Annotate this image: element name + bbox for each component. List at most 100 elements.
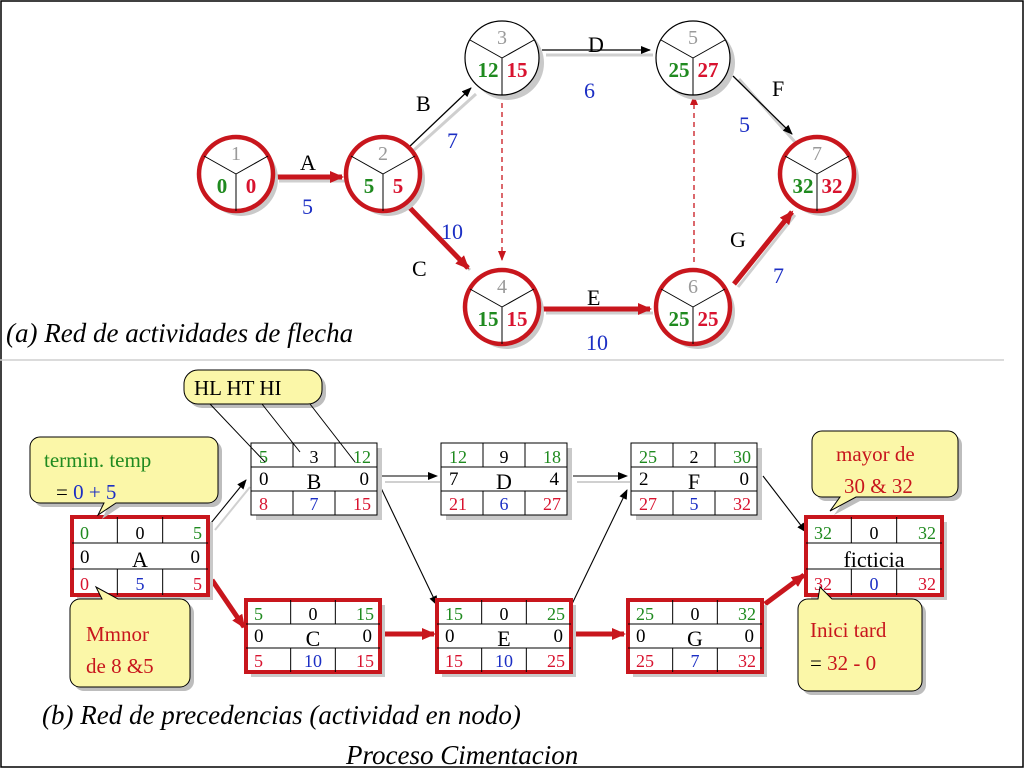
activity-label-a: A (300, 150, 316, 175)
activity-duration-a: 5 (302, 194, 313, 219)
box-c-dur: 10 (304, 651, 322, 671)
link-e-f (571, 489, 628, 605)
callout-mmnor: Mmnor de 8 &5 (69, 585, 194, 691)
box-a-ef: 5 (193, 523, 202, 543)
callout-inici-line2: 32 - 0 (827, 651, 876, 675)
caption-b: (b) Red de precedencias (actividad en no… (42, 700, 521, 730)
box-b-ef: 12 (353, 447, 371, 467)
event-node-5-late: 27 (698, 58, 719, 82)
box-f-es: 25 (639, 447, 657, 467)
box-g-name: G (687, 626, 703, 651)
box-b-ls: 8 (259, 494, 268, 514)
box-d-right: 4 (550, 469, 560, 490)
box-b-ef-top: 3 (310, 447, 319, 467)
activity-label-c: C (412, 256, 427, 281)
box-ficticia-ef: 32 (918, 523, 936, 543)
link-b-e (380, 487, 438, 606)
box-e-es: 15 (445, 604, 463, 624)
box-e-ef: 25 (547, 604, 565, 624)
box-f-ef-top: 2 (690, 447, 699, 467)
event-node-6-late: 25 (698, 307, 719, 331)
activity-arrow-c (408, 206, 470, 270)
box-e-name: E (497, 626, 510, 651)
box-e-right: 0 (554, 626, 564, 647)
svg-text:= 0 + 5: = 0 + 5 (56, 480, 116, 504)
box-b-lf: 15 (353, 494, 371, 514)
box-g-ls: 25 (636, 651, 654, 671)
box-c-es: 5 (254, 604, 263, 624)
activity-duration-c: 10 (441, 219, 463, 244)
activity-label-b: B (416, 91, 431, 116)
box-ficticia-es: 32 (814, 523, 832, 543)
event-node-7-late: 32 (822, 174, 843, 198)
box-ficticia-name: ficticia (843, 547, 904, 572)
box-c-right: 0 (363, 626, 373, 647)
activity-duration-f: 5 (739, 112, 750, 137)
box-e-dur: 10 (495, 651, 513, 671)
box-a-name: A (132, 547, 148, 572)
box-a-left: 0 (80, 547, 90, 568)
box-d-ef-top: 9 (500, 447, 509, 467)
box-b-right: 0 (360, 469, 370, 490)
box-ficticia-ls: 32 (814, 574, 832, 594)
box-f-name: F (688, 469, 700, 494)
activity-label-f: F (772, 76, 784, 101)
activity-duration-g: 7 (773, 263, 784, 288)
box-g-ef-top: 0 (691, 604, 700, 624)
link-g-fict (763, 572, 806, 607)
box-ficticia-ef-top: 0 (870, 523, 879, 543)
callout-inici-eq: = (810, 651, 827, 675)
callout-termin-line2: 0 + 5 (73, 480, 116, 504)
link-a-c (209, 578, 247, 629)
box-f-ef: 30 (733, 447, 751, 467)
activity-label-e: E (587, 285, 600, 310)
activity-label-d: D (588, 32, 604, 57)
activity-arrow-g (732, 210, 794, 286)
box-g-right: 0 (745, 626, 755, 647)
box-d-ef: 18 (543, 447, 561, 467)
box-c-lf: 15 (356, 651, 374, 671)
critical-links (209, 572, 806, 640)
box-g-lf: 32 (738, 651, 756, 671)
event-node-6-number: 6 (688, 276, 698, 298)
box-f-left: 2 (639, 469, 649, 490)
box-e-left: 0 (445, 626, 455, 647)
box-c-ls: 5 (254, 651, 263, 671)
box-d-left: 7 (449, 469, 459, 490)
box-b-dur: 7 (310, 494, 319, 514)
box-e-ef-top: 0 (500, 604, 509, 624)
box-g-dur: 7 (691, 651, 700, 671)
box-c-name: C (306, 626, 321, 651)
callout-mayor-line2: 30 & 32 (844, 474, 913, 498)
event-node-7-number: 7 (812, 143, 822, 165)
event-node-5-number: 5 (688, 27, 698, 49)
box-g-left: 0 (636, 626, 646, 647)
event-node-1-early: 0 (217, 174, 228, 198)
activity-duration-d: 6 (584, 78, 595, 103)
box-e-lf: 25 (547, 651, 565, 671)
box-f-lf: 32 (733, 494, 751, 514)
activity-duration-e: 10 (586, 330, 608, 355)
svg-text:= 32 - 0: = 32 - 0 (810, 651, 876, 675)
box-f-dur: 5 (690, 494, 699, 514)
callout-mayor-line1: mayor de (836, 442, 915, 466)
callout-mmnor-line1: Mmnor (86, 622, 149, 646)
link-a-b (210, 479, 247, 524)
box-g-es: 25 (636, 604, 654, 624)
callout-hl-ht-hi: HL HT HI (183, 369, 356, 463)
box-d-es: 12 (449, 447, 467, 467)
callout-inici-tard: Inici tard = 32 - 0 (797, 585, 926, 695)
activity-duration-b: 7 (447, 128, 458, 153)
activity-arrow-b (407, 87, 472, 149)
